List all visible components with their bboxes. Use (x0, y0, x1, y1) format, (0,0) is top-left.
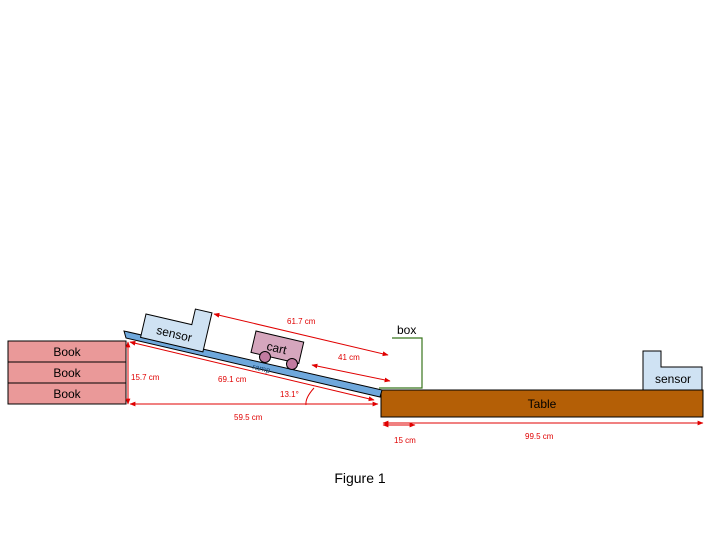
book-stack: Book Book Book (7, 340, 127, 405)
dim-label-angle: 13.1° (280, 390, 299, 399)
table (380, 389, 704, 418)
dim-label-box-offset: 15 cm (394, 436, 416, 445)
dim-label-ramp-top-to-box: 61.7 cm (287, 317, 316, 326)
dim-label-horizontal-run: 59.5 cm (234, 413, 263, 422)
box-label: box (397, 323, 416, 337)
dim-label-table-length: 99.5 cm (525, 432, 554, 441)
dim-arrow-ramp-length (129, 340, 375, 402)
book-2-label: Book (53, 366, 81, 380)
book-3-label: Book (53, 387, 81, 401)
cart-wheel-front (259, 351, 271, 363)
dim-label-ramp-length: 69.1 cm (218, 375, 247, 384)
figure-caption: Figure 1 (334, 470, 386, 486)
table-sensor (642, 350, 703, 391)
cart-wheel-rear (286, 358, 298, 370)
box-outline (379, 337, 423, 389)
dim-label-book-height: 15.7 cm (131, 373, 160, 382)
table-label: Table (528, 397, 557, 411)
table-sensor-label: sensor (655, 372, 691, 386)
dim-label-cart-to-box: 41 cm (338, 353, 360, 362)
cart-group: cart (250, 330, 305, 365)
angle-arc (305, 387, 315, 406)
book-1-label: Book (53, 345, 81, 359)
